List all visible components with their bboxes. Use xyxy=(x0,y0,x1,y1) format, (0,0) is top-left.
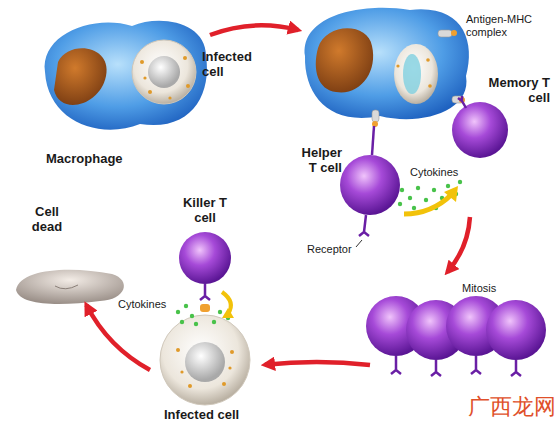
watermark: 广西龙网 xyxy=(468,392,556,422)
cell-label: Cell dead xyxy=(22,205,72,235)
mitosis-group: Mitosis xyxy=(370,272,550,377)
dead-cell-group: Cell dead xyxy=(12,205,132,305)
part-label: Receptor xyxy=(307,243,352,256)
t-cell-activation-group: Antigen-MHC complexMemory T cellHelper T… xyxy=(298,5,552,217)
process-arrow xyxy=(447,217,470,272)
macrophage-group: MacrophageInfected cell xyxy=(30,15,210,175)
process-arrow xyxy=(86,305,150,370)
process-arrow xyxy=(210,25,298,35)
cell-label: Infected cell xyxy=(164,408,239,423)
cell-label: Infected cell xyxy=(202,50,264,80)
part-label: Cytokines xyxy=(410,166,458,179)
cell-label: Helper T cell xyxy=(296,146,342,176)
process-arrow xyxy=(265,362,370,365)
cell-label: Memory T cell xyxy=(474,76,550,106)
part-label: Antigen-MHC complex xyxy=(466,13,552,38)
cell-label: Macrophage xyxy=(46,152,123,167)
killer-cell-group: Killer T cellCytokinesInfected cell xyxy=(150,195,265,410)
cell-label: Killer T cell xyxy=(176,196,234,226)
step-label: Mitosis xyxy=(462,282,496,295)
part-label: Cytokines xyxy=(118,298,166,311)
